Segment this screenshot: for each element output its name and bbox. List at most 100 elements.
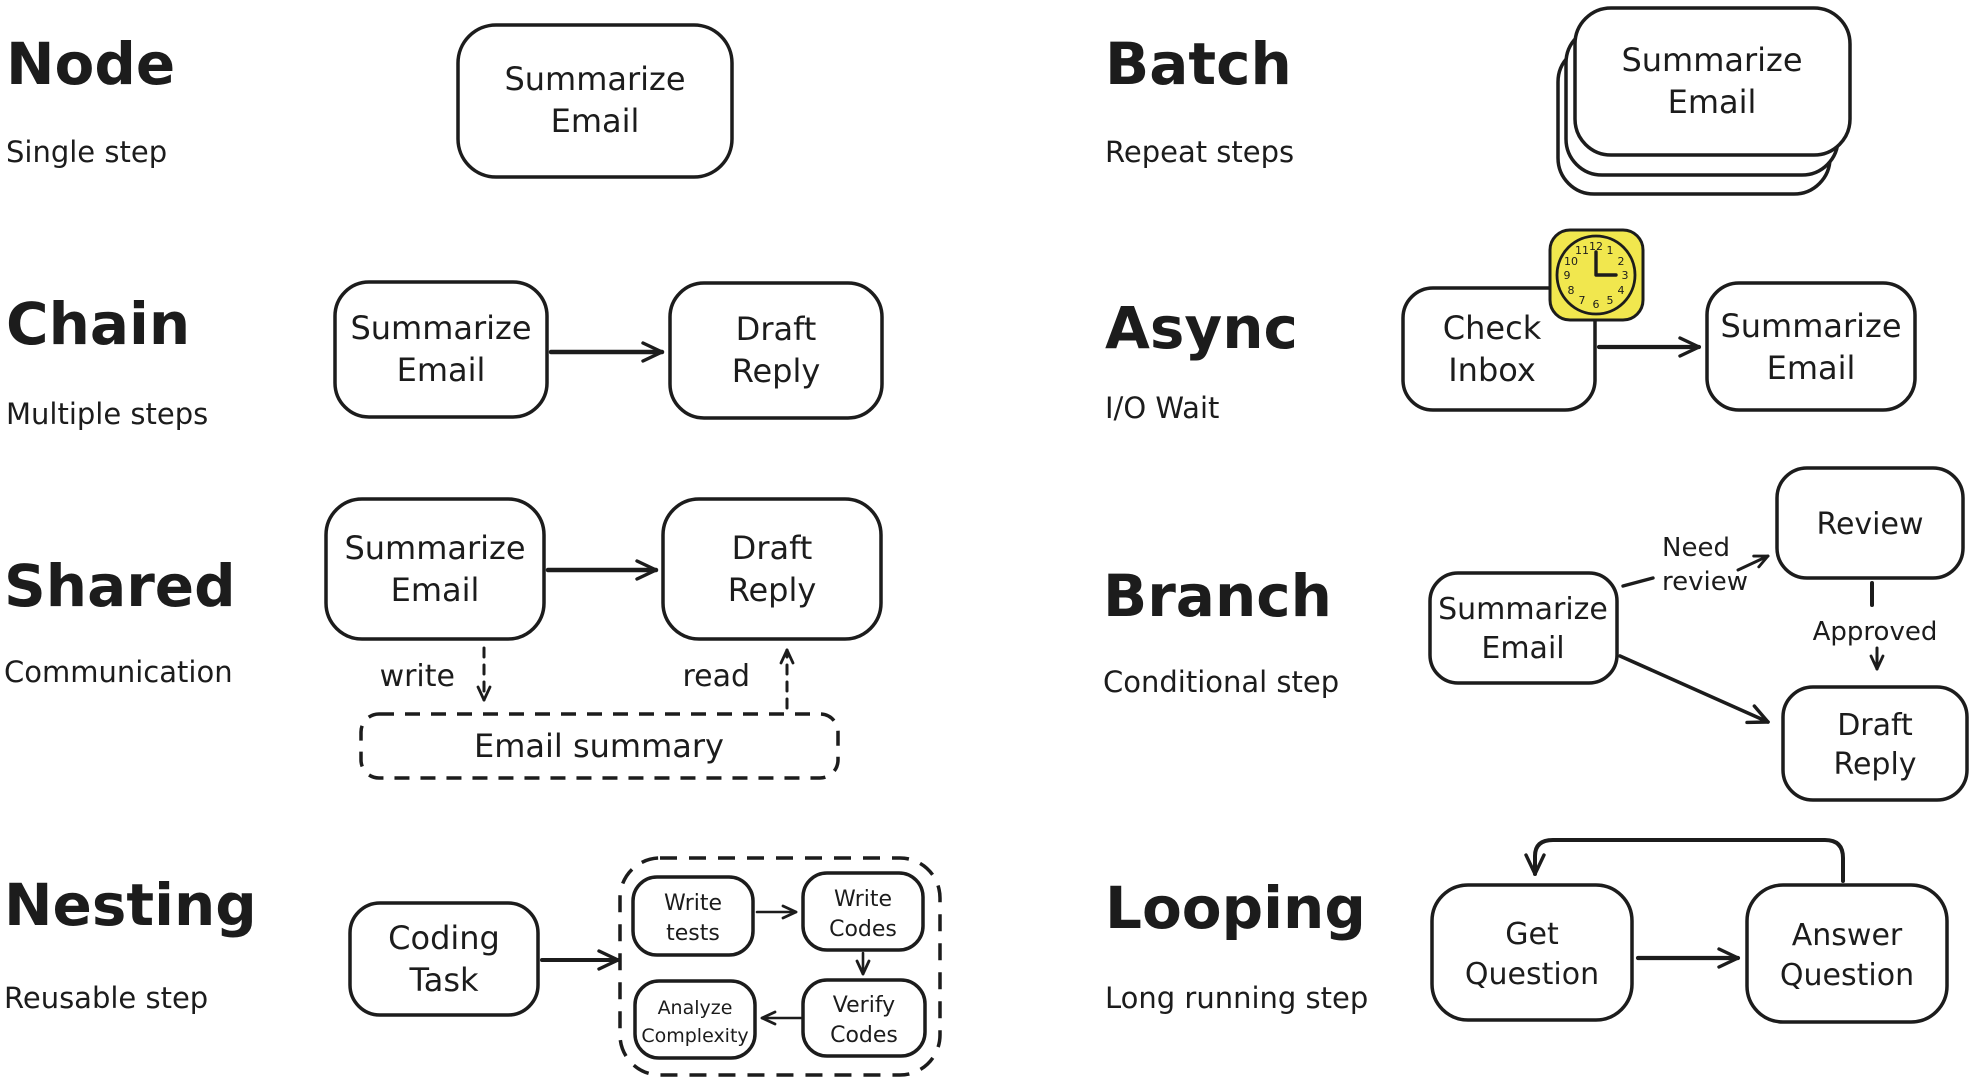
need-review-label: review	[1662, 567, 1748, 597]
branch-draft-label: Draft	[1837, 708, 1913, 743]
clock-number: 2	[1618, 255, 1625, 268]
async-summarize-label: Email	[1767, 349, 1856, 387]
clock-number: 11	[1575, 244, 1589, 257]
write-codes-label: Write	[834, 887, 892, 912]
clock-number: 10	[1564, 255, 1578, 268]
shared-box-2-label: Reply	[728, 571, 817, 609]
analyze-complexity-label: Analyze	[658, 997, 733, 1019]
need-review-leader	[1621, 576, 1655, 588]
chain-box-1-label: Email	[397, 351, 486, 389]
node-box	[456, 23, 734, 179]
branch-draft-box	[1781, 685, 1969, 802]
analyze-complexity-label: Complexity	[641, 1025, 748, 1047]
check-inbox-label: Inbox	[1448, 351, 1536, 389]
check-inbox-box	[1401, 286, 1597, 412]
node-box-label: Email	[551, 102, 640, 140]
branch-diagonal-arrow	[1618, 654, 1770, 725]
shared-box-2-label: Draft	[732, 529, 813, 567]
section-subtitle: Single step	[6, 135, 167, 169]
clock-hands	[1594, 250, 1618, 277]
review-box	[1775, 466, 1965, 580]
shared-box-2	[661, 497, 883, 641]
shared-box-1-label: Email	[391, 571, 480, 609]
read-label: read	[682, 659, 750, 694]
clock-number: 6	[1593, 298, 1600, 311]
review-label: Review	[1816, 507, 1923, 542]
nesting-task-label: Coding	[388, 919, 500, 957]
section-looping: Looping Long running step Get Question A…	[1105, 838, 1949, 1024]
chain-box-2-label: Draft	[736, 310, 817, 348]
shared-store-label: Email summary	[474, 727, 724, 765]
shared-store-box	[359, 712, 840, 780]
clock-number: 3	[1622, 269, 1629, 282]
shared-box-1-label: Summarize	[344, 529, 525, 567]
section-title: Batch	[1105, 30, 1292, 98]
clock-number: 9	[1564, 269, 1571, 282]
loop-back-arrow	[1524, 838, 1845, 883]
shared-box-1	[324, 497, 546, 641]
section-title: Async	[1105, 294, 1298, 362]
chain-box-1	[333, 280, 549, 419]
verify-codes-box	[801, 978, 927, 1058]
chain-box-1-label: Summarize	[350, 309, 531, 347]
section-shared: Shared Communication Summarize Email Dra…	[4, 497, 883, 780]
branch-source-label: Email	[1481, 631, 1564, 666]
section-batch: Batch Repeat steps Summarize Email	[1105, 6, 1852, 196]
nesting-task-label: Task	[408, 961, 479, 999]
section-subtitle: Conditional step	[1103, 665, 1339, 699]
branch-source-label: Summarize	[1438, 592, 1608, 627]
clock-number: 4	[1618, 284, 1625, 297]
nesting-task-box	[348, 901, 540, 1017]
section-title: Chain	[6, 290, 190, 358]
branch-draft-label: Reply	[1833, 747, 1916, 782]
section-subtitle: Repeat steps	[1105, 135, 1294, 169]
need-review-label: Need	[1662, 533, 1730, 563]
verify-codes-label: Verify	[833, 993, 895, 1018]
section-subtitle: Long running step	[1105, 981, 1368, 1015]
node-box-label: Summarize	[504, 60, 685, 98]
chain-box-2-label: Reply	[732, 352, 821, 390]
clock-number: 7	[1579, 294, 1586, 307]
branch-source-box	[1428, 571, 1619, 685]
section-title: Nesting	[4, 871, 257, 939]
section-node: Node Single step Summarize Email	[6, 23, 734, 179]
section-subtitle: Multiple steps	[6, 397, 208, 431]
answer-question-label: Answer	[1792, 918, 1903, 953]
chain-box-2	[668, 281, 884, 420]
batch-card-front	[1573, 6, 1852, 157]
section-subtitle: I/O Wait	[1105, 391, 1219, 425]
section-title: Branch	[1103, 562, 1332, 630]
analyze-complexity-box	[633, 979, 757, 1060]
write-tests-label: Write	[664, 891, 722, 916]
write-tests-label: tests	[666, 921, 720, 946]
section-async: Async I/O Wait Check Inbox 12 1 2 3 4 5 …	[1105, 228, 1917, 425]
section-nesting: Nesting Reusable step Coding Task Write …	[4, 856, 942, 1077]
batch-card-label: Summarize	[1621, 41, 1802, 79]
write-codes-box	[801, 871, 925, 952]
clock-number: 12	[1589, 240, 1603, 253]
section-title: Shared	[4, 552, 236, 620]
get-question-label: Get	[1505, 917, 1559, 952]
verify-codes-label: Codes	[830, 1023, 898, 1048]
section-subtitle: Communication	[4, 655, 233, 689]
write-label: write	[380, 659, 455, 694]
clock-number: 5	[1607, 294, 1614, 307]
write-codes-label: Codes	[829, 917, 897, 942]
batch-card-label: Email	[1668, 83, 1757, 121]
section-chain: Chain Multiple steps Summarize Email Dra…	[6, 280, 884, 431]
need-review-arrow	[1736, 554, 1770, 572]
answer-question-box	[1745, 883, 1949, 1024]
async-summarize-box	[1705, 281, 1917, 412]
section-title: Node	[6, 30, 175, 98]
clock-face	[1555, 234, 1637, 316]
clock-number: 8	[1568, 284, 1575, 297]
section-title: Looping	[1105, 874, 1366, 942]
clock-number: 1	[1607, 244, 1614, 257]
write-tests-box	[631, 875, 755, 957]
check-inbox-label: Check	[1443, 309, 1542, 347]
section-branch: Branch Conditional step Summarize Email …	[1103, 466, 1969, 802]
answer-question-label: Question	[1780, 958, 1914, 993]
get-question-box	[1430, 883, 1634, 1022]
async-summarize-label: Summarize	[1720, 307, 1901, 345]
